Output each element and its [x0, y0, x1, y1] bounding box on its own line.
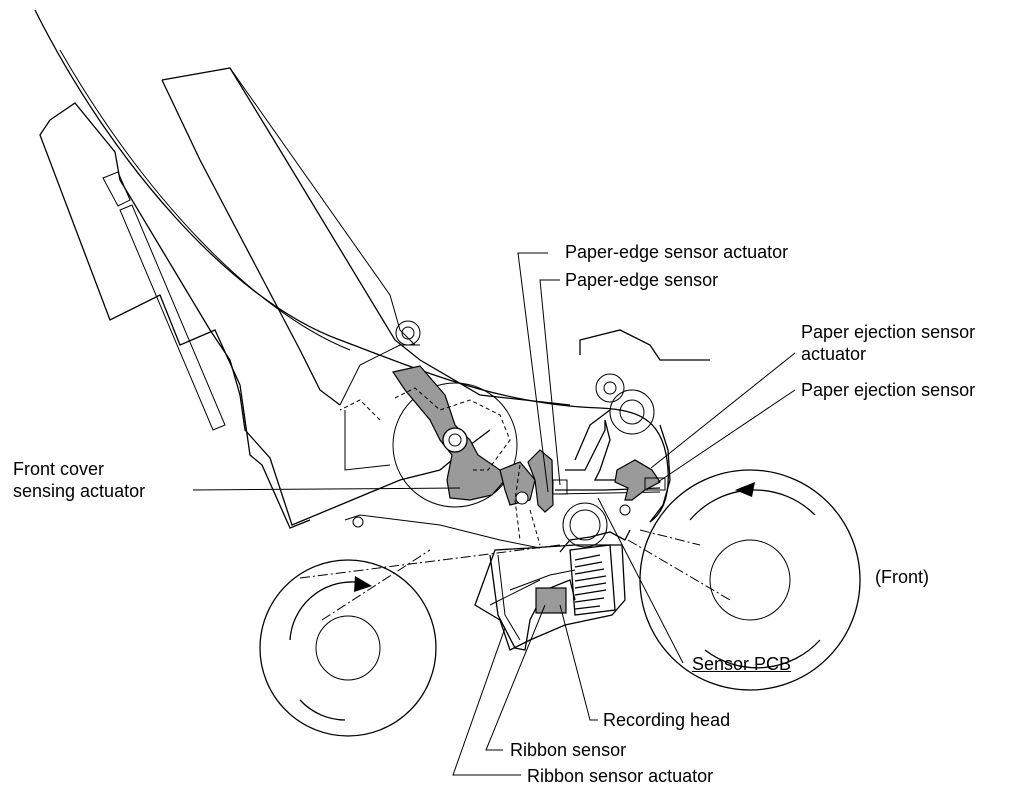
actuator-pivot-inner [448, 433, 462, 447]
bottom-frame [344, 514, 541, 549]
left-spool-arrow-arc [289, 581, 356, 721]
leader-recording-head [559, 604, 598, 721]
left-ribbon-spool-inner [315, 615, 381, 681]
ribbon-path-right [627, 529, 731, 601]
label-sensor-pcb: Sensor PCB [692, 654, 792, 674]
top-right-cover [579, 329, 710, 361]
label-paper-ejection-sensor: Paper ejection sensor [801, 380, 976, 400]
paper-ejection-sensor-box [644, 477, 666, 491]
label-recording-head: Recording head [603, 710, 731, 730]
paper-ejection-actuator-shape [614, 459, 661, 501]
actuator-dashed-position [339, 387, 511, 471]
right-ribbon-spool-inner [709, 539, 791, 621]
label-paper-ejection-sensor-actuator-2: actuator [801, 344, 867, 364]
ribbon-sensor-actuator-arm [489, 554, 576, 651]
ejection-roller-inner [619, 399, 645, 425]
label-paper-edge-sensor-actuator: Paper-edge sensor actuator [565, 242, 789, 262]
leader-paper-ejection-sensor [657, 389, 796, 483]
leader-ribbon-sensor-actuator [452, 627, 521, 776]
leader-front-cover [192, 487, 461, 491]
label-front-cover-sensing-actuator-2: sensing actuator [13, 481, 146, 501]
label-ribbon-sensor: Ribbon sensor [510, 740, 627, 760]
sensor-pcb-board-lower [554, 491, 661, 495]
upper-chute-front [161, 79, 341, 406]
label-paper-ejection-sensor-actuator-1: Paper ejection sensor [801, 322, 976, 342]
top-pinch-roller-inner [603, 381, 617, 395]
paper-path [34, 9, 669, 523]
head-assembly-frame [474, 544, 626, 651]
right-spool-arrow-arc [689, 489, 821, 669]
center-frame [565, 409, 625, 481]
upper-chute-inner [229, 67, 416, 346]
recording-head-coil [574, 554, 607, 610]
ejection-actuator-pin [619, 504, 631, 516]
drum-circle [392, 382, 518, 508]
leader-paper-edge-sensor [539, 279, 561, 486]
left-ribbon-spool-outer [259, 559, 437, 737]
leader-paper-ejection-sensor-actuator [650, 352, 796, 469]
paper-edge-actuator-shape [527, 449, 554, 513]
recording-head-body [569, 544, 616, 616]
left-housing-ribs [102, 171, 226, 431]
label-front-cover-sensing-actuator-1: Front cover [13, 459, 105, 479]
left-housing [49, 102, 491, 526]
roller-large-center [562, 502, 608, 548]
top-pinch-roller [595, 373, 625, 403]
label-paper-edge-sensor: Paper-edge sensor [565, 270, 719, 290]
paper-edge-actuator-dashed [514, 464, 541, 546]
small-roller-top [395, 320, 421, 346]
paper-path-inner [59, 49, 351, 351]
arm-pin [515, 491, 529, 505]
right-guide [649, 424, 671, 523]
left-housing-outer [39, 119, 311, 529]
leader-sensor-pcb [597, 497, 684, 664]
leader-paper-edge-sensor-actuator [517, 252, 549, 493]
ribbon-sensor-actuator-inner [497, 554, 521, 641]
left-spool-arrowhead [354, 576, 372, 592]
ejection-roller [609, 389, 655, 435]
roller-large-center-inner [569, 509, 601, 541]
small-roller-top-inner [401, 326, 415, 340]
ribbon-path-left [299, 544, 561, 621]
screw-bottom [352, 516, 364, 528]
label-ribbon-sensor-actuator: Ribbon sensor actuator [527, 766, 714, 786]
label-front: (Front) [875, 567, 929, 587]
ribbon-holder-lines [489, 569, 576, 606]
upper-chute [161, 67, 571, 406]
head-tip [559, 529, 631, 553]
leader-ribbon-sensor [485, 604, 546, 751]
right-spool-arrowhead [735, 482, 755, 497]
